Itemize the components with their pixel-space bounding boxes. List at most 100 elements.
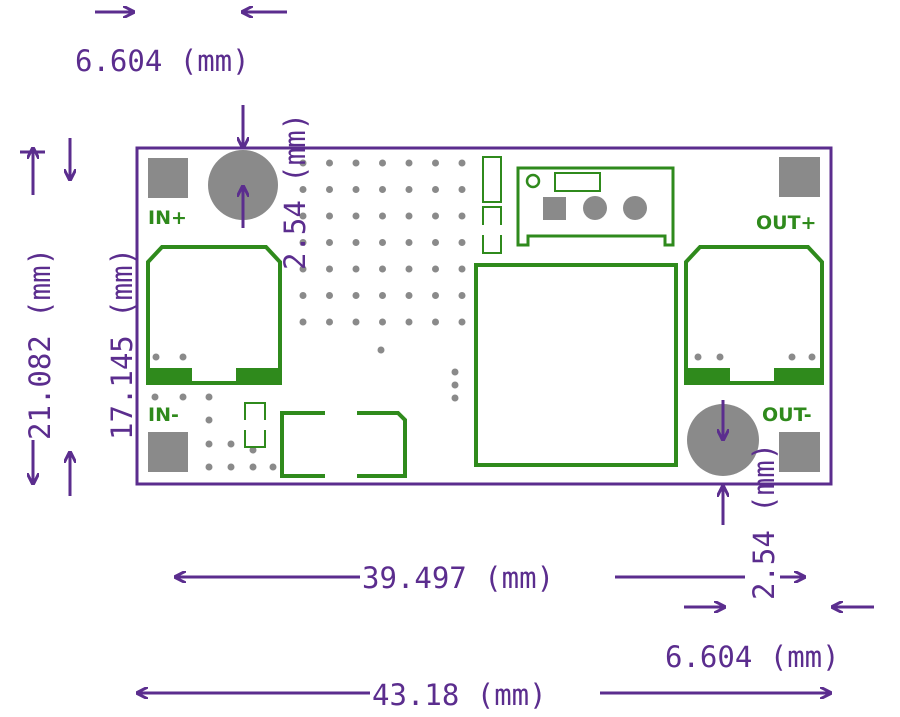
via-dot bbox=[152, 353, 160, 361]
via-dot bbox=[352, 292, 360, 299]
via-dot bbox=[205, 416, 213, 424]
pad-out-minus bbox=[779, 432, 820, 472]
via-dot bbox=[405, 239, 413, 246]
via-dot bbox=[379, 239, 386, 246]
label-in-plus: IN+ bbox=[148, 207, 187, 229]
via-dot bbox=[179, 393, 187, 401]
via-dot bbox=[205, 393, 213, 401]
inductor-left-pad bbox=[148, 368, 280, 383]
via-dot bbox=[326, 292, 333, 299]
via-dot bbox=[377, 346, 385, 354]
diode-outline bbox=[280, 411, 407, 478]
potentiometer-pin-1 bbox=[543, 197, 566, 220]
dim-pad-vertical-spacing: 17.145 (mm) bbox=[105, 248, 139, 440]
via-dot bbox=[458, 292, 466, 299]
via-dot bbox=[326, 318, 333, 326]
capacitor-outline-2 bbox=[244, 402, 266, 448]
via-dot bbox=[432, 212, 439, 220]
dim-pad-horizontal-spacing: 39.497 (mm) bbox=[362, 561, 554, 595]
via-dot bbox=[405, 318, 413, 326]
via-dot bbox=[451, 394, 459, 402]
via-dot bbox=[379, 318, 386, 326]
via-dot bbox=[432, 239, 439, 246]
label-out-plus: OUT+ bbox=[756, 212, 816, 234]
via-dot bbox=[326, 159, 333, 167]
via-dot bbox=[458, 159, 466, 167]
via-dot bbox=[299, 265, 307, 273]
via-dot bbox=[808, 353, 816, 361]
via-dot bbox=[269, 463, 277, 471]
via-dot bbox=[326, 212, 333, 220]
via-dot bbox=[432, 265, 439, 273]
via-dot bbox=[227, 440, 235, 448]
via-dot bbox=[299, 186, 307, 193]
via-dot bbox=[458, 239, 466, 246]
via-dot bbox=[432, 159, 439, 167]
via-dot bbox=[379, 292, 386, 299]
via-dot bbox=[249, 463, 257, 471]
via-dot bbox=[352, 212, 360, 220]
via-dot bbox=[352, 265, 360, 273]
potentiometer-marker bbox=[525, 173, 541, 189]
dim-bottom-hole-offset: 2.54 (mm) bbox=[747, 443, 781, 600]
via-dot bbox=[405, 292, 413, 299]
via-dot bbox=[432, 186, 439, 193]
dim-top-pad-spacing: 6.604 (mm) bbox=[75, 44, 250, 78]
via-dot bbox=[458, 265, 466, 273]
via-dot bbox=[788, 353, 796, 361]
via-dot bbox=[205, 440, 213, 448]
via-dot bbox=[151, 393, 159, 401]
pad-in-minus bbox=[148, 432, 188, 472]
dim-board-width: 43.18 (mm) bbox=[372, 678, 547, 712]
via-dot bbox=[326, 186, 333, 193]
board-outline bbox=[135, 146, 833, 486]
via-dot bbox=[694, 353, 702, 361]
via-dot bbox=[458, 212, 466, 220]
via-dot bbox=[352, 239, 360, 246]
via-dot bbox=[227, 463, 235, 471]
resistor-outline-1 bbox=[482, 156, 502, 203]
potentiometer-pin-3 bbox=[623, 196, 647, 220]
via-dot bbox=[379, 186, 386, 193]
potentiometer-label-box bbox=[554, 172, 601, 192]
via-dot bbox=[379, 159, 386, 167]
via-dot bbox=[379, 212, 386, 220]
via-dot bbox=[451, 381, 459, 389]
via-dot bbox=[352, 318, 360, 326]
inductor-right-outline bbox=[684, 245, 824, 385]
inductor-right-pad bbox=[686, 368, 822, 383]
ic-package-outline bbox=[474, 263, 678, 467]
via-dot bbox=[352, 186, 360, 193]
via-dot bbox=[405, 159, 413, 167]
label-in-minus: IN- bbox=[148, 404, 179, 426]
via-dot bbox=[299, 212, 307, 220]
via-dot bbox=[326, 265, 333, 273]
via-dot bbox=[405, 212, 413, 220]
label-out-minus: OUT- bbox=[762, 404, 812, 426]
dim-board-height: 21.082 (mm) bbox=[23, 248, 57, 440]
via-dot bbox=[299, 159, 307, 167]
via-dot bbox=[352, 159, 360, 167]
via-dot bbox=[299, 318, 307, 326]
via-dot bbox=[716, 353, 724, 361]
via-dot bbox=[451, 368, 459, 376]
dim-bottom-pad-spacing: 6.604 (mm) bbox=[665, 640, 840, 674]
via-dot bbox=[379, 265, 386, 273]
via-dot bbox=[405, 186, 413, 193]
via-dot bbox=[205, 463, 213, 471]
via-dot bbox=[179, 353, 187, 361]
pad-in-plus bbox=[148, 158, 188, 198]
dim-top-hole-offset: 2.54 (mm) bbox=[278, 113, 312, 270]
via-dot bbox=[299, 239, 307, 246]
potentiometer-pin-2 bbox=[583, 196, 607, 220]
via-dot bbox=[458, 186, 466, 193]
via-dot bbox=[405, 265, 413, 273]
via-dot bbox=[326, 239, 333, 246]
capacitor-outline-1 bbox=[482, 206, 502, 254]
via-dot bbox=[432, 318, 439, 326]
pad-out-plus bbox=[779, 157, 820, 197]
via-dot bbox=[299, 292, 307, 299]
potentiometer-outline bbox=[516, 166, 675, 247]
inductor-left-outline bbox=[146, 245, 282, 385]
